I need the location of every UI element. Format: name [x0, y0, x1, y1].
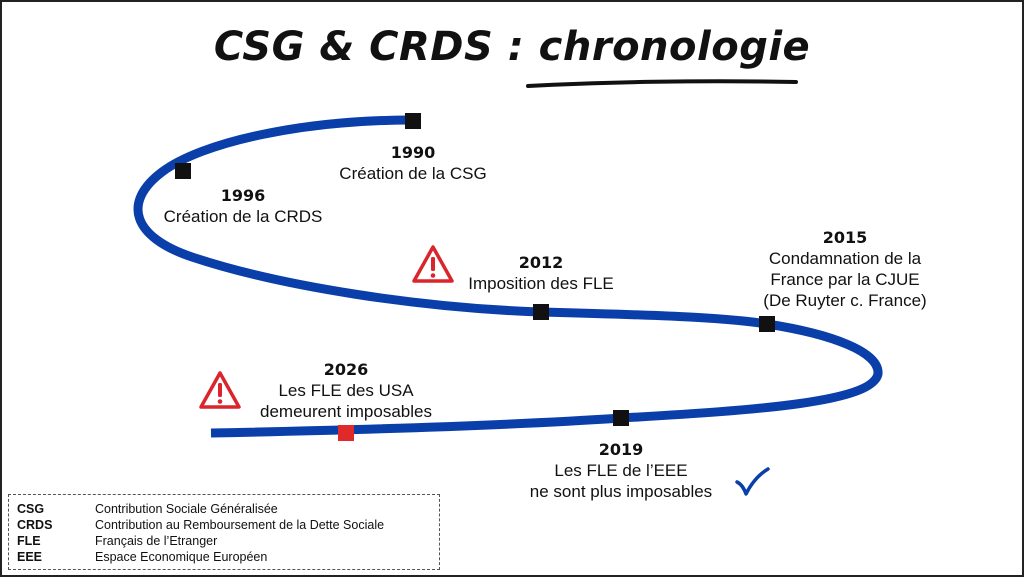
legend-row: EEE Espace Economique Européen: [17, 549, 437, 565]
event-year: 2015: [822, 228, 868, 247]
marker-1990: [405, 113, 421, 129]
legend-definition: Espace Economique Européen: [95, 550, 268, 564]
legend: CSG Contribution Sociale Généralisée CRD…: [8, 494, 440, 570]
timeline-path: [133, 115, 883, 438]
event-text: Les FLE de l’EEE: [554, 461, 688, 480]
event-year: 1996: [220, 186, 266, 205]
legend-definition: Français de l’Etranger: [95, 534, 218, 548]
marker-2026: [338, 425, 354, 441]
event-text: demeurent imposables: [260, 402, 432, 421]
event-year: 1990: [390, 143, 436, 162]
marker-2015: [759, 316, 775, 332]
legend-row: CSG Contribution Sociale Généralisée: [17, 501, 437, 517]
legend-abbr: FLE: [17, 534, 41, 548]
event-1996: 1996 Création de la CRDS: [148, 185, 338, 227]
legend-abbr: CRDS: [17, 518, 53, 532]
warning-icon: [199, 371, 241, 409]
event-1990: 1990 Création de la CSG: [318, 142, 508, 184]
event-text: ne sont plus imposables: [529, 482, 713, 501]
marker-2019: [613, 410, 629, 426]
event-year: 2019: [598, 440, 644, 459]
event-text: Imposition des FLE: [468, 274, 614, 293]
warning-icon: [412, 245, 454, 283]
event-text: Condamnation de la: [768, 249, 922, 268]
page-title: CSG & CRDS : chronologie: [213, 24, 811, 70]
legend-abbr: EEE: [17, 550, 43, 564]
event-text: Création de la CSG: [339, 164, 487, 183]
legend-definition: Contribution Sociale Généralisée: [95, 502, 278, 516]
marker-2012: [533, 304, 549, 320]
event-year: 2012: [518, 253, 564, 272]
legend-row: FLE Français de l’Etranger: [17, 533, 437, 549]
checkmark-icon: [735, 467, 770, 496]
event-text: Les FLE des USA: [278, 381, 414, 400]
event-2015: 2015 Condamnation de la France par la CJ…: [740, 227, 950, 311]
legend-abbr: CSG: [17, 502, 45, 516]
event-2012: 2012 Imposition des FLE: [451, 252, 631, 294]
event-2026: 2026 Les FLE des USA demeurent imposable…: [238, 359, 454, 422]
legend-definition: Contribution au Remboursement de la Dett…: [95, 518, 385, 532]
event-text: France par la CJUE: [770, 270, 920, 289]
event-2019: 2019 Les FLE de l’EEE ne sont plus impos…: [510, 439, 732, 502]
event-text: (De Ruyter c. France): [763, 291, 927, 310]
event-year: 2026: [323, 360, 369, 379]
legend-row: CRDS Contribution au Remboursement de la…: [17, 517, 437, 533]
marker-1996: [175, 163, 191, 179]
event-text: Création de la CRDS: [163, 207, 323, 226]
title-underline: [526, 79, 798, 88]
